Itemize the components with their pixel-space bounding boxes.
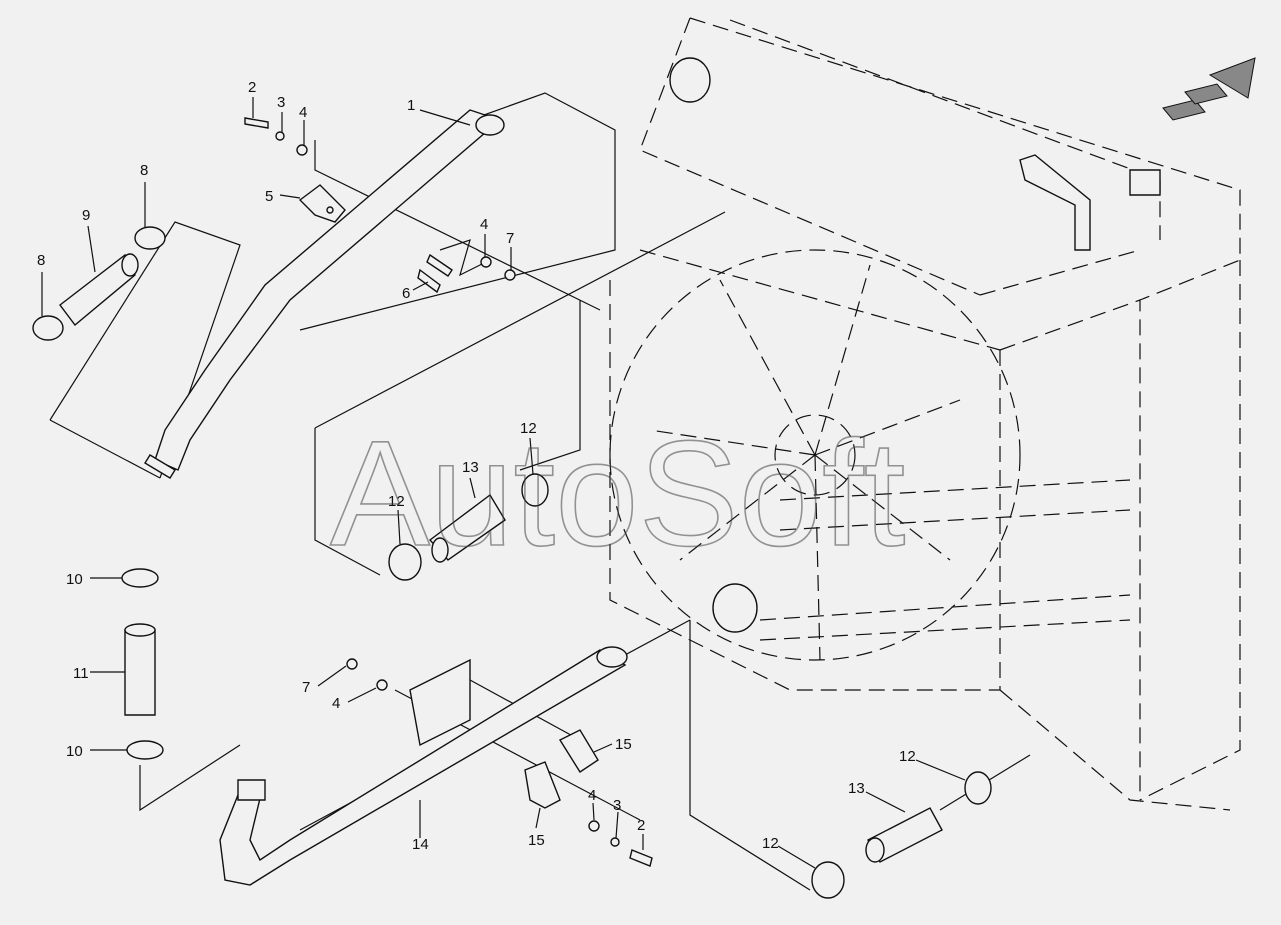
clamp-8a [134,226,166,250]
bracket-15b [524,761,561,809]
label-8a: 8 [140,162,148,179]
pipe-14 [219,646,628,886]
bolt-2b [629,849,653,867]
label-12c: 12 [899,748,916,765]
strap-6 [417,253,453,294]
label-15a: 15 [615,736,632,753]
washer-3a [275,131,285,141]
clamp-12d [811,861,845,899]
label-11: 11 [73,665,89,682]
washer-4b [480,256,492,268]
hose-1 [144,109,505,479]
label-4a: 4 [299,104,307,121]
washer-4d [588,820,600,832]
clamp-10b [126,740,164,760]
clamp-12a [521,473,549,507]
hose-13b [865,807,943,863]
bolt-2a [244,117,269,129]
bracket-15a [409,658,599,773]
clamp-8b [32,315,64,341]
callout-leaders [41,97,966,869]
callout-labels: 1 2 3 4 5 6 4 7 8 9 8 10 11 10 12 13 12 … [37,79,916,853]
label-1: 1 [407,97,415,114]
label-9: 9 [82,207,90,224]
nut-7a [504,269,516,281]
label-10b: 10 [66,743,83,760]
washer-3b [610,837,620,847]
clamp-10a [121,568,159,588]
label-7a: 7 [506,230,514,247]
hose-11 [124,623,156,716]
label-3b: 3 [613,797,621,814]
label-12d: 12 [762,835,779,852]
label-2b: 2 [637,817,645,834]
bracket-5 [298,184,346,223]
label-10a: 10 [66,571,83,588]
washer-4a [296,144,308,156]
label-12b: 12 [388,493,405,510]
clamp-12b [388,543,422,581]
label-13b: 13 [848,780,865,797]
label-12a: 12 [520,420,537,437]
watermark: AutoSoft [330,409,905,577]
label-2a: 2 [248,79,256,96]
label-4d: 4 [588,787,596,804]
nut-7b [346,658,358,670]
label-14: 14 [412,836,429,853]
label-4b: 4 [480,216,488,233]
label-6: 6 [402,285,410,302]
label-5: 5 [265,188,273,205]
washer-4c [376,679,388,691]
hose-9 [59,253,139,327]
label-8b: 8 [37,252,45,269]
label-15b: 15 [528,832,545,849]
label-3a: 3 [277,94,285,111]
hose-13a [428,493,506,563]
clamp-12c [964,771,992,805]
radiator-assembly [609,17,1241,811]
direction-arrow-icon [1162,57,1256,121]
label-7b: 7 [302,679,310,696]
label-13a: 13 [462,459,479,476]
label-4c: 4 [332,695,340,712]
